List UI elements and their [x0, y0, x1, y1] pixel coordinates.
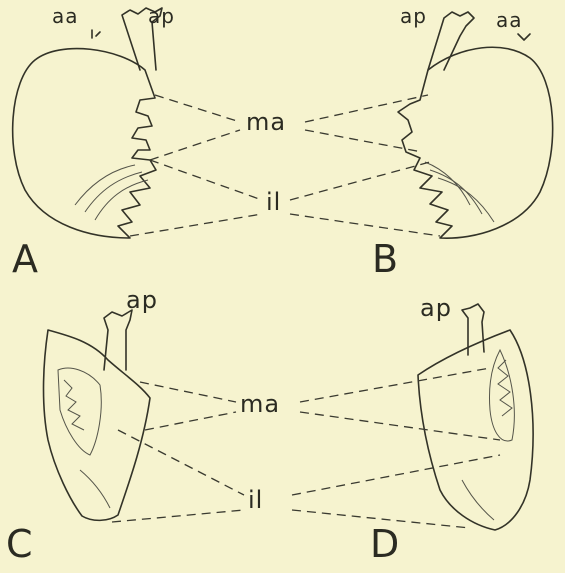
figure-b-outline: [398, 47, 553, 238]
label-ap-d: ap: [420, 296, 452, 320]
figure-a-drawing: [13, 8, 162, 238]
figure-b-apophysis: [428, 12, 474, 70]
figure-d-apophysis: [462, 304, 484, 355]
label-ap-c: ap: [126, 288, 158, 312]
label-ap-a: ap: [148, 6, 175, 26]
figure-c-drawing: [44, 310, 151, 520]
label-aa-a: aa: [52, 6, 79, 26]
figure-a-outline: [13, 49, 156, 238]
label-ap-b: ap: [400, 6, 427, 26]
label-il-top: il: [266, 190, 281, 214]
label-ma-bottom: ma: [240, 392, 280, 416]
panel-label-a: A: [12, 240, 38, 278]
label-ma-top: ma: [246, 110, 286, 134]
figure-c-outline: [44, 330, 151, 520]
panel-label-d: D: [370, 525, 399, 563]
panel-label-c: C: [6, 525, 33, 563]
figure-b-drawing: [398, 12, 553, 238]
label-il-bottom: il: [248, 488, 263, 512]
panel-label-b: B: [372, 240, 398, 278]
figure-d-drawing: [418, 304, 533, 530]
label-aa-b: aa: [496, 10, 523, 30]
